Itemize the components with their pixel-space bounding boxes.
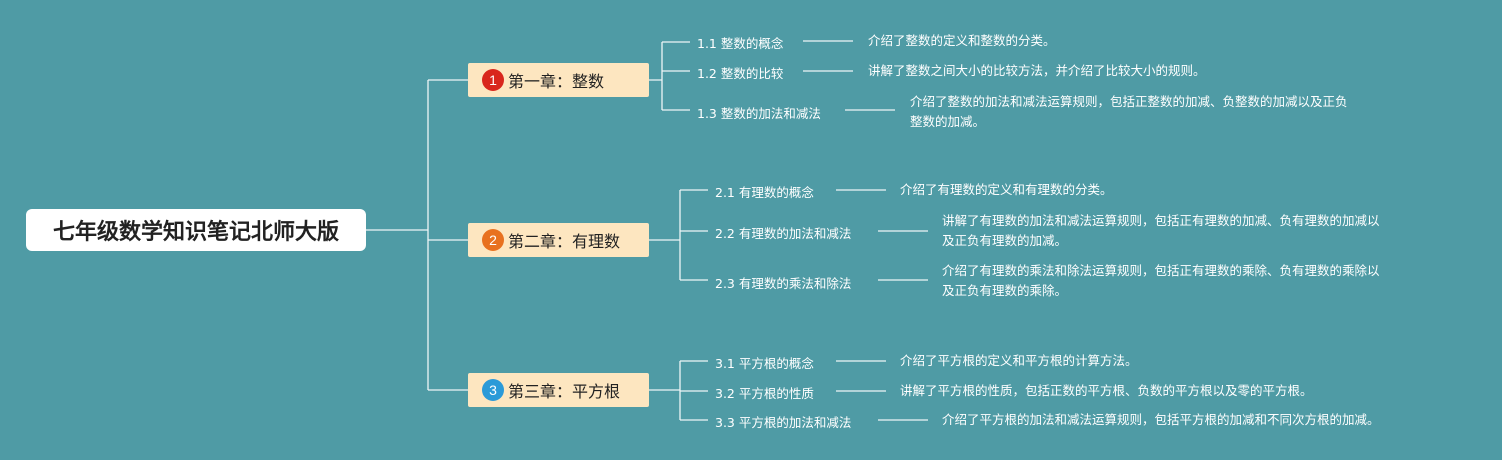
section-description: 介绍了有理数的定义和有理数的分类。 bbox=[900, 182, 1113, 197]
description-line: 整数的加减。 bbox=[910, 114, 986, 129]
chapter-node-2[interactable]: 2 第二章：有理数 bbox=[468, 223, 649, 257]
description-line: 及正负有理数的乘除。 bbox=[942, 283, 1068, 298]
number-badge-icon: 3 bbox=[482, 379, 504, 401]
section-description: 介绍了整数的定义和整数的分类。 bbox=[868, 33, 1056, 48]
section-label[interactable]: 3.1 平方根的概念 bbox=[715, 356, 814, 371]
section-label[interactable]: 2.2 有理数的加法和减法 bbox=[715, 226, 852, 241]
section-label[interactable]: 1.2 整数的比较 bbox=[697, 66, 784, 81]
section-label[interactable]: 2.3 有理数的乘法和除法 bbox=[715, 276, 852, 291]
section-description: 介绍了平方根的定义和平方根的计算方法。 bbox=[900, 353, 1138, 368]
section-label[interactable]: 1.3 整数的加法和减法 bbox=[697, 106, 821, 121]
chapter-title: 第二章：有理数 bbox=[508, 232, 621, 251]
number-badge-icon: 1 bbox=[482, 69, 504, 91]
section-description: 介绍了平方根的加法和减法运算规则，包括平方根的加减和不同次方根的加减。 bbox=[942, 412, 1380, 427]
section-description: 讲解了有理数的加法和减法运算规则，包括正有理数的加减、负有理数的加减以 及正负有… bbox=[942, 211, 1380, 251]
chapter-node-3[interactable]: 3 第三章：平方根 bbox=[468, 373, 649, 407]
section-description: 讲解了整数之间大小的比较方法，并介绍了比较大小的规则。 bbox=[868, 63, 1206, 78]
section-description: 介绍了整数的加法和减法运算规则，包括正整数的加减、负整数的加减以及正负 整数的加… bbox=[910, 92, 1348, 132]
chapter-title: 第一章：整数 bbox=[508, 72, 605, 91]
section-description: 讲解了平方根的性质，包括正数的平方根、负数的平方根以及零的平方根。 bbox=[900, 383, 1313, 398]
section-label[interactable]: 3.2 平方根的性质 bbox=[715, 386, 814, 401]
chapter-title: 第三章：平方根 bbox=[508, 382, 621, 401]
description-line: 介绍了有理数的乘法和除法运算规则，包括正有理数的乘除、负有理数的乘除以 bbox=[942, 263, 1380, 278]
chapter-node-1[interactable]: 1 第一章：整数 bbox=[468, 63, 649, 97]
section-description: 介绍了有理数的乘法和除法运算规则，包括正有理数的乘除、负有理数的乘除以 及正负有… bbox=[942, 261, 1380, 301]
description-line: 介绍了整数的加法和减法运算规则，包括正整数的加减、负整数的加减以及正负 bbox=[910, 94, 1348, 109]
root-node[interactable]: 七年级数学知识笔记北师大版 bbox=[26, 209, 366, 251]
section-label[interactable]: 1.1 整数的概念 bbox=[697, 36, 784, 51]
section-label[interactable]: 3.3 平方根的加法和减法 bbox=[715, 415, 852, 430]
root-title: 七年级数学知识笔记北师大版 bbox=[52, 220, 339, 245]
description-line: 及正负有理数的加减。 bbox=[942, 233, 1068, 248]
section-label[interactable]: 2.1 有理数的概念 bbox=[715, 185, 814, 200]
number-badge-icon: 2 bbox=[482, 229, 504, 251]
description-line: 讲解了有理数的加法和减法运算规则，包括正有理数的加减、负有理数的加减以 bbox=[942, 213, 1380, 228]
